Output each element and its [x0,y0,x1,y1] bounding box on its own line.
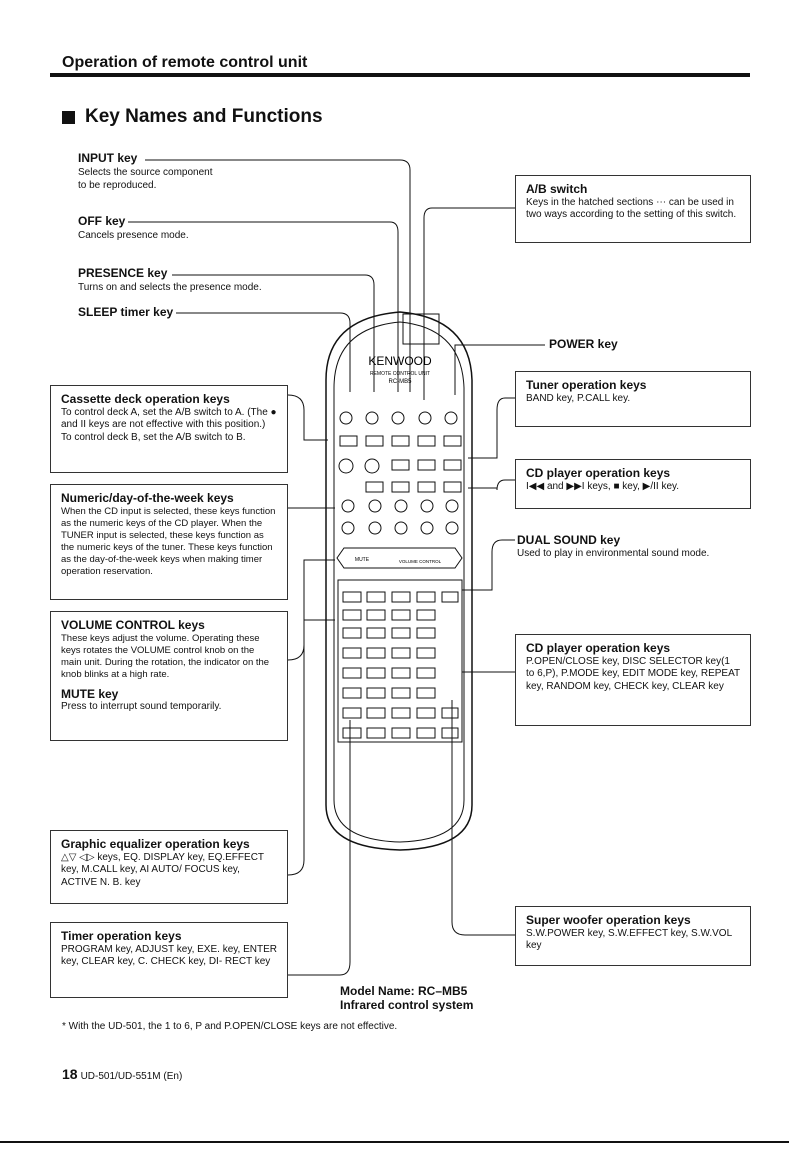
cd-disc-title: CD player operation keys [526,641,671,655]
presence-key-label: PRESENCE key Turns on and selects the pr… [78,267,262,294]
woofer-text: S.W.POWER key, S.W.EFFECT key, S.W.VOL k… [526,927,732,952]
tuner-box: Tuner operation keys BAND key, P.CALL ke… [515,371,751,427]
dual-sound-text: Used to play in environmental sound mode… [517,548,710,559]
off-key-text: Cancels presence mode. [78,230,189,241]
page-footer: 18 UD-501/UD-551M (En) [62,1066,182,1082]
cassette-text: To control deck A, set the A/B switch to… [61,406,277,443]
timer-box: Timer operation keys PROGRAM key, ADJUST… [50,922,288,998]
timer-title: Timer operation keys [61,929,182,943]
section-title: Operation of remote control unit [62,54,308,71]
off-key-label: OFF key Cancels presence mode. [78,215,189,242]
cd-disc-box: CD player operation keys P.OPEN/CLOSE ke… [515,634,751,726]
numeric-text: When the CD input is selected, these key… [61,505,276,577]
model-system: Infrared control system [340,998,474,1012]
remote-model: RC-MB5 [388,379,412,385]
presence-key-text: Turns on and selects the presence mode. [78,282,262,293]
ab-switch-text: Keys in the hatched sections ⋯ can be us… [526,196,737,221]
tuner-title: Tuner operation keys [526,378,647,392]
mute-title: MUTE key [61,686,119,701]
remote-volume: VOLUME CONTROL [399,559,442,564]
model-name: Model Name: RC–MB5 [340,984,468,998]
remote-mute: MUTE [355,557,370,563]
dual-sound-label: DUAL SOUND key Used to play in environme… [517,534,757,560]
cd-transport-title: CD player operation keys [526,466,671,480]
presence-key-title: PRESENCE key [78,266,168,280]
sleep-key-title: SLEEP timer key [78,305,174,319]
page-heading: Key Names and Functions [62,106,323,128]
input-key-label: INPUT key Selects the source component t… [78,152,213,192]
square-bullet-icon [62,110,75,124]
input-key-title: INPUT key [78,151,138,165]
woofer-title: Super woofer operation keys [526,913,691,927]
ab-switch-box: A/B switch Keys in the hatched sections … [515,175,751,243]
cassette-box: Cassette deck operation keys To control … [50,385,288,473]
numeric-title: Numeric/day-of-the-week keys [61,491,234,505]
input-key-text-1: Selects the source component [78,167,213,178]
input-key-text-2: to be reproduced. [78,180,157,191]
volume-title: VOLUME CONTROL keys [61,618,205,632]
footnote: * With the UD-501, the 1 to 6, P and P.O… [62,1021,398,1032]
eq-title: Graphic equalizer operation keys [61,837,250,851]
cd-disc-text: P.OPEN/CLOSE key, DISC SELECTOR key(1 to… [526,655,740,692]
bottom-rule [0,1141,789,1143]
power-key-title: POWER key [549,337,618,351]
numeric-box: Numeric/day-of-the-week keys When the CD… [50,484,288,600]
tuner-text: BAND key, P.CALL key. [526,392,631,404]
timer-text: PROGRAM key, ADJUST key, EXE. key, ENTER… [61,943,277,968]
dual-sound-title: DUAL SOUND key [517,533,621,547]
page-code: UD-501/UD-551M (En) [80,1071,183,1082]
page-number: 18 [62,1066,78,1082]
off-key-title: OFF key [78,214,126,228]
power-key-label: POWER key [549,338,618,352]
cd-transport-box: CD player operation keys I◀◀ and ▶▶I key… [515,459,751,509]
remote-brand: KENWOOD [368,354,432,368]
eq-text: △▽ ◁▷ keys, EQ. DISPLAY key, EQ.EFFECT k… [61,851,264,888]
title-rule [50,73,750,77]
model-caption: Model Name: RC–MB5 Infrared control syst… [340,984,473,1012]
sleep-key-label: SLEEP timer key [78,306,173,320]
cassette-title: Cassette deck operation keys [61,392,230,406]
mute-text: Press to interrupt sound temporarily. [61,701,222,712]
volume-text: These keys adjust the volume. Operating … [61,632,270,680]
heading-text: Key Names and Functions [85,106,323,127]
woofer-box: Super woofer operation keys S.W.POWER ke… [515,906,751,966]
volume-box: VOLUME CONTROL keys These keys adjust th… [50,611,288,741]
ab-switch-title: A/B switch [526,182,588,196]
remote-line1: REMOTE CONTROL UNIT [370,371,430,377]
cd-transport-text: I◀◀ and ▶▶I keys, ■ key, ▶/II key. [526,480,680,492]
eq-box: Graphic equalizer operation keys △▽ ◁▷ k… [50,830,288,904]
